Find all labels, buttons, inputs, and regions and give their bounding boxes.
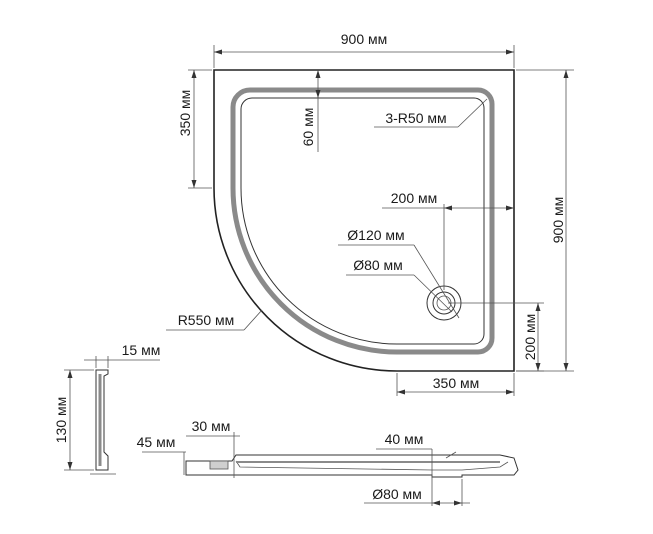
dim-drain-offset-x: 200 мм: [382, 190, 514, 290]
drain-offset-x-label: 200 мм: [391, 190, 438, 206]
section-base-label: 45 мм: [137, 434, 176, 450]
dim-arc-radius: R550 мм: [166, 309, 263, 331]
rim-label: 60 мм: [300, 108, 316, 147]
dim-bottom-flat-350: 350 мм: [396, 373, 515, 396]
section-outline: [185, 454, 519, 478]
dim-section-base: 45 мм: [137, 434, 186, 475]
section-drain-depth-label: 40 мм: [385, 431, 424, 447]
tray-rim-band: [230, 87, 495, 355]
profile-height-label: 130 мм: [53, 397, 69, 444]
dim-drain-outer: Ø120 мм: [338, 227, 460, 319]
arc-radius-label: R550 мм: [178, 312, 235, 328]
tray-cross-section: 30 мм 45 мм 40 мм Ø80 мм: [137, 418, 519, 506]
dim-profile-lip: 15 мм: [84, 342, 160, 368]
dim-width-900: 900 мм: [213, 31, 515, 68]
dim-drain-offset-y: 200 мм: [448, 302, 544, 372]
tray-side-profile: 15 мм 130 мм: [53, 342, 160, 475]
dim-section-drain-diameter: Ø80 мм: [364, 479, 470, 506]
dim-corner-radius: 3-R50 мм: [374, 98, 488, 128]
tray-outer-outline: [213, 69, 515, 372]
profile-shape: [95, 369, 109, 471]
section-inner-basin: [235, 460, 509, 471]
width-label: 900 мм: [341, 31, 388, 47]
dim-rim-60: 60 мм: [300, 70, 321, 152]
drain-inner-label: Ø80 мм: [353, 257, 403, 273]
profile-lip-label: 15 мм: [122, 342, 161, 358]
corner-radius-label: 3-R50 мм: [385, 110, 446, 126]
dim-section-drain-depth: 40 мм: [376, 431, 457, 506]
dim-drain-inner: Ø80 мм: [346, 257, 453, 313]
dim-top-flat-350: 350 мм: [177, 69, 212, 189]
drain-outer-label: Ø120 мм: [347, 227, 404, 243]
section-drain-diameter-label: Ø80 мм: [372, 486, 422, 502]
dim-profile-height: 130 мм: [53, 369, 94, 471]
tray-plan-view: 900 мм 350 мм 60 мм 3-R50 мм: [166, 31, 574, 396]
bottom-flat-label: 350 мм: [433, 375, 480, 391]
height-label: 900 мм: [550, 197, 566, 244]
drain-offset-y-label: 200 мм: [522, 314, 538, 361]
tray-inner-basin: [240, 97, 485, 345]
dim-height-900: 900 мм: [516, 69, 574, 372]
top-flat-label: 350 мм: [177, 90, 193, 137]
section-step-label: 30 мм: [192, 418, 231, 434]
dim-section-step: 30 мм: [186, 418, 240, 478]
